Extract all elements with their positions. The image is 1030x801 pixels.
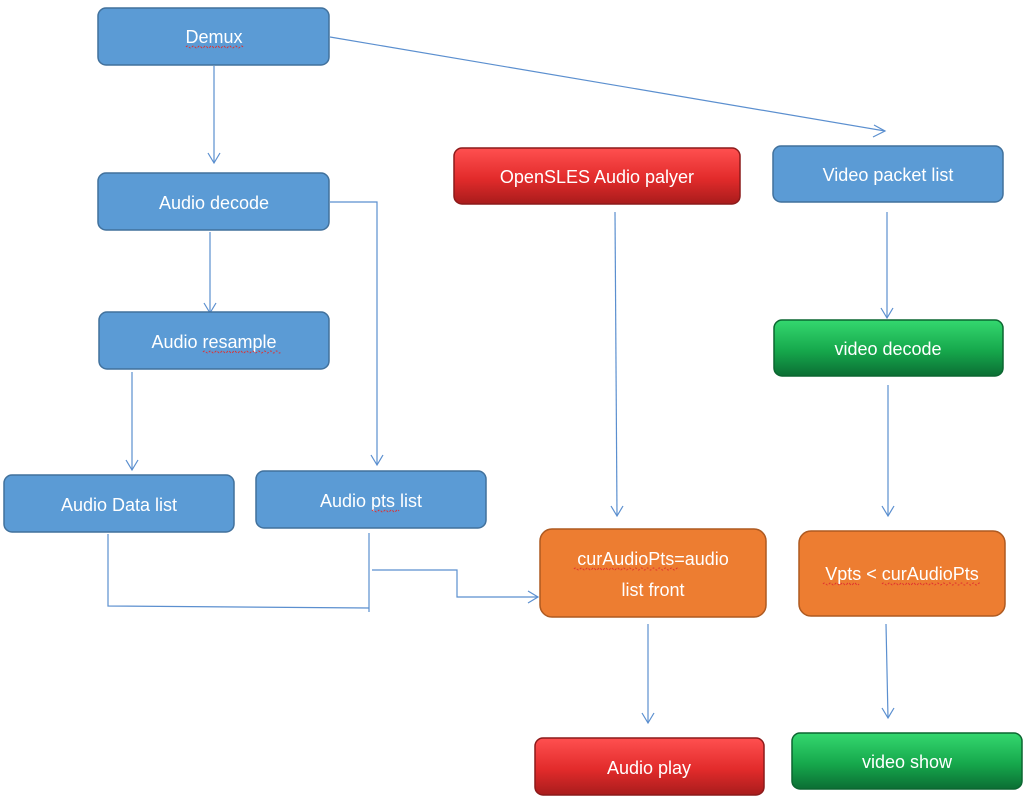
node-audio-decode-label: Audio decode <box>159 193 269 213</box>
node-audio-pts-list: Audio pts list <box>255 470 487 529</box>
spellcheck-underline <box>573 567 680 571</box>
spellcheck-underline <box>822 582 982 586</box>
edge-demux-to-audio-decode <box>207 66 221 165</box>
node-video-show: video show <box>791 732 1023 790</box>
node-vpts-compare: Vpts < curAudioPts <box>798 530 1006 617</box>
edge-video-packet-list-to-video-decode <box>880 212 894 320</box>
edge-audio-lists-to-cur-audio-pts <box>372 569 540 604</box>
node-opensles-player-label: OpenSLES Audio palyer <box>500 167 694 187</box>
node-audio-decode: Audio decode <box>97 172 330 231</box>
node-video-show-label: video show <box>862 752 953 772</box>
node-cur-audio-pts-line2: list front <box>621 580 684 600</box>
node-audio-data-list-label: Audio Data list <box>61 495 177 515</box>
spellcheck-underline <box>185 45 244 49</box>
edge-vpts-compare-to-video-show <box>881 623 895 720</box>
edge-demux-to-video-packet-list <box>329 36 887 138</box>
edge-cur-audio-pts-to-audio-play <box>641 624 655 725</box>
node-demux-label: Demux <box>185 27 242 47</box>
edge-opensles-to-cur-audio-pts <box>610 211 624 518</box>
node-audio-pts-list-label: Audio pts list <box>320 491 422 511</box>
edge-audio-decode-to-audio-pts-list <box>330 201 384 467</box>
edges <box>107 36 895 725</box>
edge-video-decode-to-vpts-compare <box>881 385 895 518</box>
node-video-decode: video decode <box>773 319 1004 377</box>
node-video-packet-list: Video packet list <box>772 145 1004 203</box>
edge-audio-data-list-connector <box>107 534 370 609</box>
node-audio-play-label: Audio play <box>607 758 691 778</box>
node-video-decode-label: video decode <box>834 339 941 359</box>
node-audio-data-list: Audio Data list <box>3 474 235 533</box>
node-vpts-compare-label: Vpts < curAudioPts <box>825 564 979 584</box>
node-audio-play: Audio play <box>534 737 765 796</box>
spellcheck-underline <box>371 509 400 513</box>
node-demux: Demux <box>97 7 330 66</box>
node-audio-resample: Audio resample <box>98 311 330 370</box>
edge-audio-decode-to-audio-resample <box>203 232 217 315</box>
node-opensles-player: OpenSLES Audio palyer <box>453 147 741 205</box>
node-audio-resample-label: Audio resample <box>151 332 276 352</box>
node-cur-audio-pts: curAudioPts=audio list front <box>539 528 767 618</box>
edge-audio-resample-to-audio-data-list <box>125 372 139 472</box>
node-video-packet-list-label: Video packet list <box>823 165 954 185</box>
spellcheck-underline <box>202 350 282 354</box>
node-cur-audio-pts-line1: curAudioPts=audio <box>577 549 729 569</box>
